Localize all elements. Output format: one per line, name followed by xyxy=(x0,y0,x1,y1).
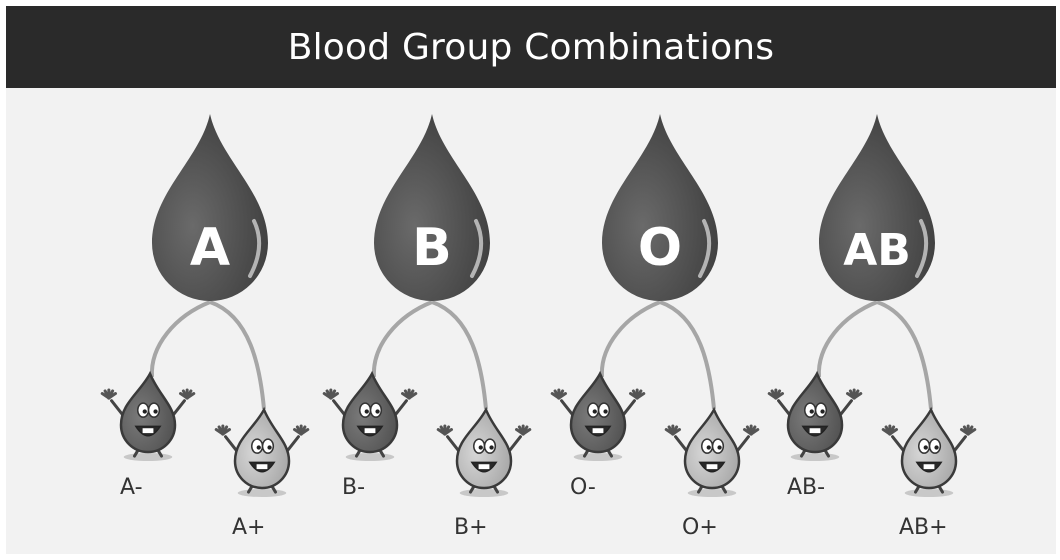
left-pupil xyxy=(257,445,261,449)
label-negative: O- xyxy=(570,475,596,500)
left-hand-icon xyxy=(769,390,782,398)
connector-positive xyxy=(432,302,486,409)
positive-drop-character xyxy=(216,410,308,497)
teeth xyxy=(479,464,490,469)
left-pupil xyxy=(810,409,814,413)
label-positive: A+ xyxy=(232,515,265,540)
left-hand-icon xyxy=(438,426,451,434)
connector-positive xyxy=(877,302,931,409)
label-negative: B- xyxy=(342,475,365,500)
left-pupil xyxy=(365,409,369,413)
label-positive: O+ xyxy=(682,515,718,540)
left-pupil xyxy=(479,445,483,449)
connector-negative xyxy=(819,302,877,377)
right-hand-icon xyxy=(403,390,416,398)
right-pupil xyxy=(489,445,493,449)
right-pupil xyxy=(375,409,379,413)
right-pupil xyxy=(603,409,607,413)
drop-shadow xyxy=(460,489,509,497)
teeth xyxy=(593,428,604,433)
right-pupil xyxy=(820,409,824,413)
left-hand-icon xyxy=(324,390,337,398)
positive-drop-character xyxy=(438,410,530,497)
right-hand-icon xyxy=(745,426,758,434)
left-hand-icon xyxy=(552,390,565,398)
drop-shadow xyxy=(124,453,173,461)
teeth xyxy=(924,464,935,469)
drop-shadow xyxy=(791,453,840,461)
right-pupil xyxy=(267,445,271,449)
right-hand-icon xyxy=(517,426,530,434)
connector-negative xyxy=(152,302,210,377)
blood-group-ab: AB AB- AB+ xyxy=(769,114,975,540)
drop-shadow xyxy=(688,489,737,497)
teeth xyxy=(810,428,821,433)
left-pupil xyxy=(143,409,147,413)
positive-drop-character xyxy=(883,410,975,497)
right-hand-icon xyxy=(631,390,644,398)
negative-drop-character xyxy=(102,374,194,461)
drop-shadow xyxy=(346,453,395,461)
right-hand-icon xyxy=(962,426,975,434)
label-negative: AB- xyxy=(787,475,825,500)
blood-group-a: A A- A+ xyxy=(102,114,308,540)
blood-group-b: B B- B+ xyxy=(324,114,530,540)
drop-shadow xyxy=(574,453,623,461)
connector-positive xyxy=(660,302,714,409)
left-hand-icon xyxy=(216,426,229,434)
drop-shadow xyxy=(905,489,954,497)
blood-type-letter: B xyxy=(412,218,452,278)
left-hand-icon xyxy=(883,426,896,434)
blood-type-letter: AB xyxy=(843,225,911,276)
left-pupil xyxy=(924,445,928,449)
teeth xyxy=(257,464,268,469)
left-hand-icon xyxy=(666,426,679,434)
left-pupil xyxy=(593,409,597,413)
label-positive: B+ xyxy=(454,515,488,540)
right-pupil xyxy=(153,409,157,413)
right-hand-icon xyxy=(295,426,308,434)
right-pupil xyxy=(717,445,721,449)
right-hand-icon xyxy=(181,390,194,398)
negative-drop-character xyxy=(552,374,644,461)
connector-negative xyxy=(602,302,660,377)
teeth xyxy=(365,428,376,433)
right-hand-icon xyxy=(848,390,861,398)
label-negative: A- xyxy=(120,475,143,500)
positive-drop-character xyxy=(666,410,758,497)
teeth xyxy=(707,464,718,469)
left-pupil xyxy=(707,445,711,449)
negative-drop-character xyxy=(769,374,861,461)
negative-drop-character xyxy=(324,374,416,461)
left-hand-icon xyxy=(102,390,115,398)
drop-shadow xyxy=(238,489,287,497)
teeth xyxy=(143,428,154,433)
blood-type-letter: A xyxy=(190,218,230,278)
connector-positive xyxy=(210,302,264,409)
blood-group-o: O O- O+ xyxy=(552,114,758,540)
blood-type-letter: O xyxy=(638,218,682,278)
label-positive: AB+ xyxy=(899,515,948,540)
connector-negative xyxy=(374,302,432,377)
blood-group-diagram: A A- A+ B B- B+ O O- O+ AB AB- AB+ xyxy=(6,6,1056,554)
right-pupil xyxy=(934,445,938,449)
